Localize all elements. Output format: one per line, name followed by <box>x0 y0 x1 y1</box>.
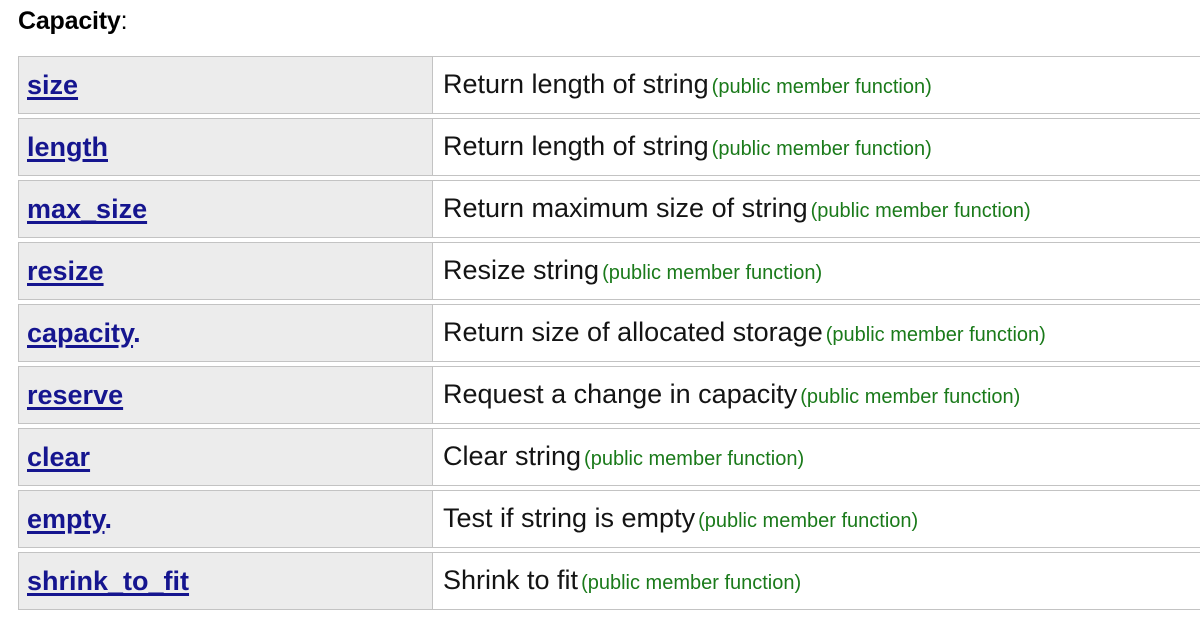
member-description-text: Shrink to fit <box>443 564 579 595</box>
member-function-link[interactable]: reserve <box>27 380 124 410</box>
member-description-text: Request a change in capacity <box>443 378 798 409</box>
member-name-cell: size <box>18 56 432 114</box>
member-description-cell: Clear string(public member function) <box>432 428 1200 486</box>
member-kind-annotation: (public member function) <box>698 509 919 532</box>
table-row: empty.Test if string is empty(public mem… <box>18 490 1200 548</box>
member-description-cell: Test if string is empty(public member fu… <box>432 490 1200 548</box>
member-name-cell: empty. <box>18 490 432 548</box>
member-description-cell: Resize string(public member function) <box>432 242 1200 300</box>
member-link-trailing-mark: . <box>104 503 113 534</box>
section-heading-label: Capacity <box>18 7 121 35</box>
table-row: clear Clear string(public member function… <box>18 428 1200 486</box>
member-function-link[interactable]: shrink_to_fit <box>27 566 190 596</box>
member-description-cell: Return size of allocated storage(public … <box>432 304 1200 362</box>
table-row: shrink_to_fit Shrink to fit(public member… <box>18 552 1200 610</box>
member-function-link[interactable]: length <box>27 132 108 162</box>
member-description-text: Return size of allocated storage <box>443 316 823 347</box>
member-kind-annotation: (public member function) <box>602 261 823 284</box>
member-description-text: Return maximum size of string <box>443 192 808 223</box>
member-name-cell: clear <box>18 428 432 486</box>
member-name-cell: reserve <box>18 366 432 424</box>
member-description-cell: Request a change in capacity(public memb… <box>432 366 1200 424</box>
member-description-text: Return length of string <box>443 130 709 161</box>
member-name-cell: capacity. <box>18 304 432 362</box>
member-function-link[interactable]: resize <box>27 256 104 286</box>
member-name-cell: shrink_to_fit <box>18 552 432 610</box>
member-kind-annotation: (public member function) <box>810 199 1031 222</box>
table-row: max_size Return maximum size of string(pu… <box>18 180 1200 238</box>
member-description-cell: Return length of string(public member fu… <box>432 118 1200 176</box>
member-description-cell: Return length of string(public member fu… <box>432 56 1200 114</box>
section-heading-colon: : <box>120 7 128 35</box>
table-row: reserve Request a change in capacity(publ… <box>18 366 1200 424</box>
member-kind-annotation: (public member function) <box>711 137 932 160</box>
table-row: length Return length of string(public mem… <box>18 118 1200 176</box>
member-description-cell: Shrink to fit(public member function) <box>432 552 1200 610</box>
member-kind-annotation: (public member function) <box>584 447 805 470</box>
table-row: capacity.Return size of allocated storag… <box>18 304 1200 362</box>
member-name-cell: length <box>18 118 432 176</box>
member-description-text: Test if string is empty <box>443 502 696 533</box>
member-link-trailing-mark: . <box>133 317 141 348</box>
member-function-link[interactable]: capacity <box>27 317 134 348</box>
member-function-link[interactable]: max_size <box>27 194 148 224</box>
table-row: resize Resize string(public member functi… <box>18 242 1200 300</box>
table-row: size Return length of string(public membe… <box>18 56 1200 114</box>
member-kind-annotation: (public member function) <box>825 323 1046 346</box>
member-kind-annotation: (public member function) <box>581 571 802 594</box>
page-title: Capacity: <box>18 6 128 36</box>
member-description-text: Return length of string <box>443 68 709 99</box>
member-name-cell: max_size <box>18 180 432 238</box>
member-function-link[interactable]: empty <box>27 503 105 534</box>
member-function-link[interactable]: clear <box>27 442 91 472</box>
member-kind-annotation: (public member function) <box>711 75 932 98</box>
member-description-text: Resize string <box>443 254 600 285</box>
member-name-cell: resize <box>18 242 432 300</box>
member-kind-annotation: (public member function) <box>800 385 1021 408</box>
member-description-text: Clear string <box>443 440 582 471</box>
member-function-link[interactable]: size <box>27 70 79 100</box>
member-description-cell: Return maximum size of string(public mem… <box>432 180 1200 238</box>
